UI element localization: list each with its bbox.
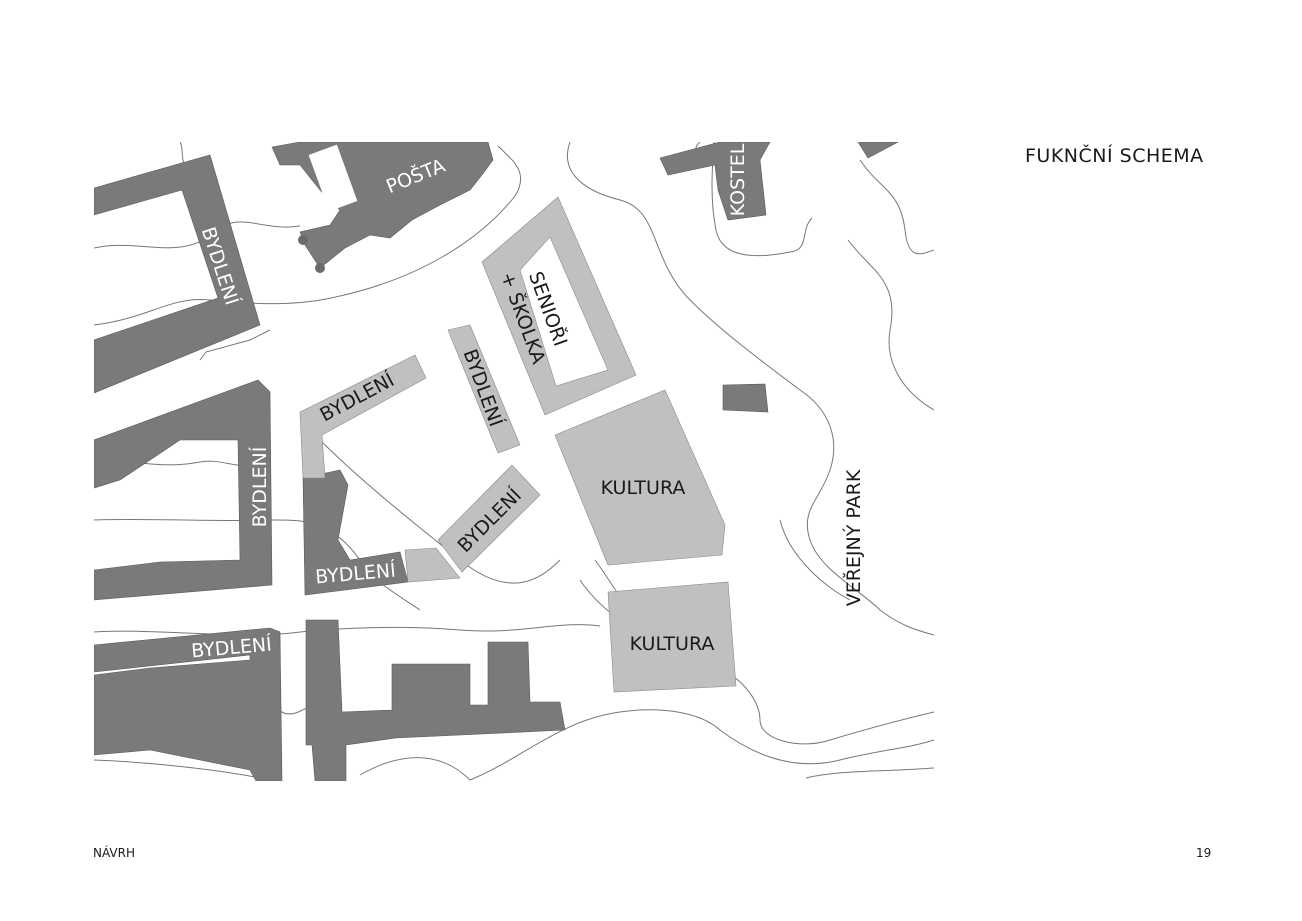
posta-turret-2 [315, 263, 325, 273]
building-bydleni-corner [302, 469, 409, 596]
building-bydleni-w [94, 379, 273, 601]
page-title: FUKNČNÍ SCHEMA [1025, 145, 1204, 167]
building-bydleni-c3 [437, 464, 541, 573]
label-park: VEŘEJNÝ PARK [842, 469, 865, 606]
building-bydleni-sw [94, 627, 283, 781]
building-bydleni-triangle [404, 547, 461, 583]
building-kultura-1 [554, 389, 726, 566]
building-bydleni-nw [94, 154, 261, 394]
building-block-south [305, 619, 566, 781]
posta-turret-1 [298, 235, 308, 245]
proposed-buildings [299, 196, 737, 693]
label-kostel: KOSTEL [727, 143, 749, 216]
building-kultura-2 [607, 581, 737, 693]
label-kultura-1: KULTURA [601, 477, 686, 499]
footer-section: NÁVRH [93, 846, 135, 860]
building-ne-corner [857, 142, 899, 159]
page-number: 19 [1196, 846, 1212, 860]
label-bydleni-w: BYDLENÍ [248, 446, 271, 527]
label-kultura-2: KULTURA [630, 633, 715, 655]
building-seniori-skolka [481, 196, 637, 416]
building-posta [271, 142, 494, 269]
posta-courtyard [308, 144, 358, 212]
label-bydleni-c1: BYDLENÍ [459, 346, 508, 430]
building-bydleni-c1 [447, 324, 521, 454]
building-small-chapel [722, 383, 769, 413]
building-kostel [659, 142, 771, 221]
building-bydleni-c2 [299, 354, 427, 479]
